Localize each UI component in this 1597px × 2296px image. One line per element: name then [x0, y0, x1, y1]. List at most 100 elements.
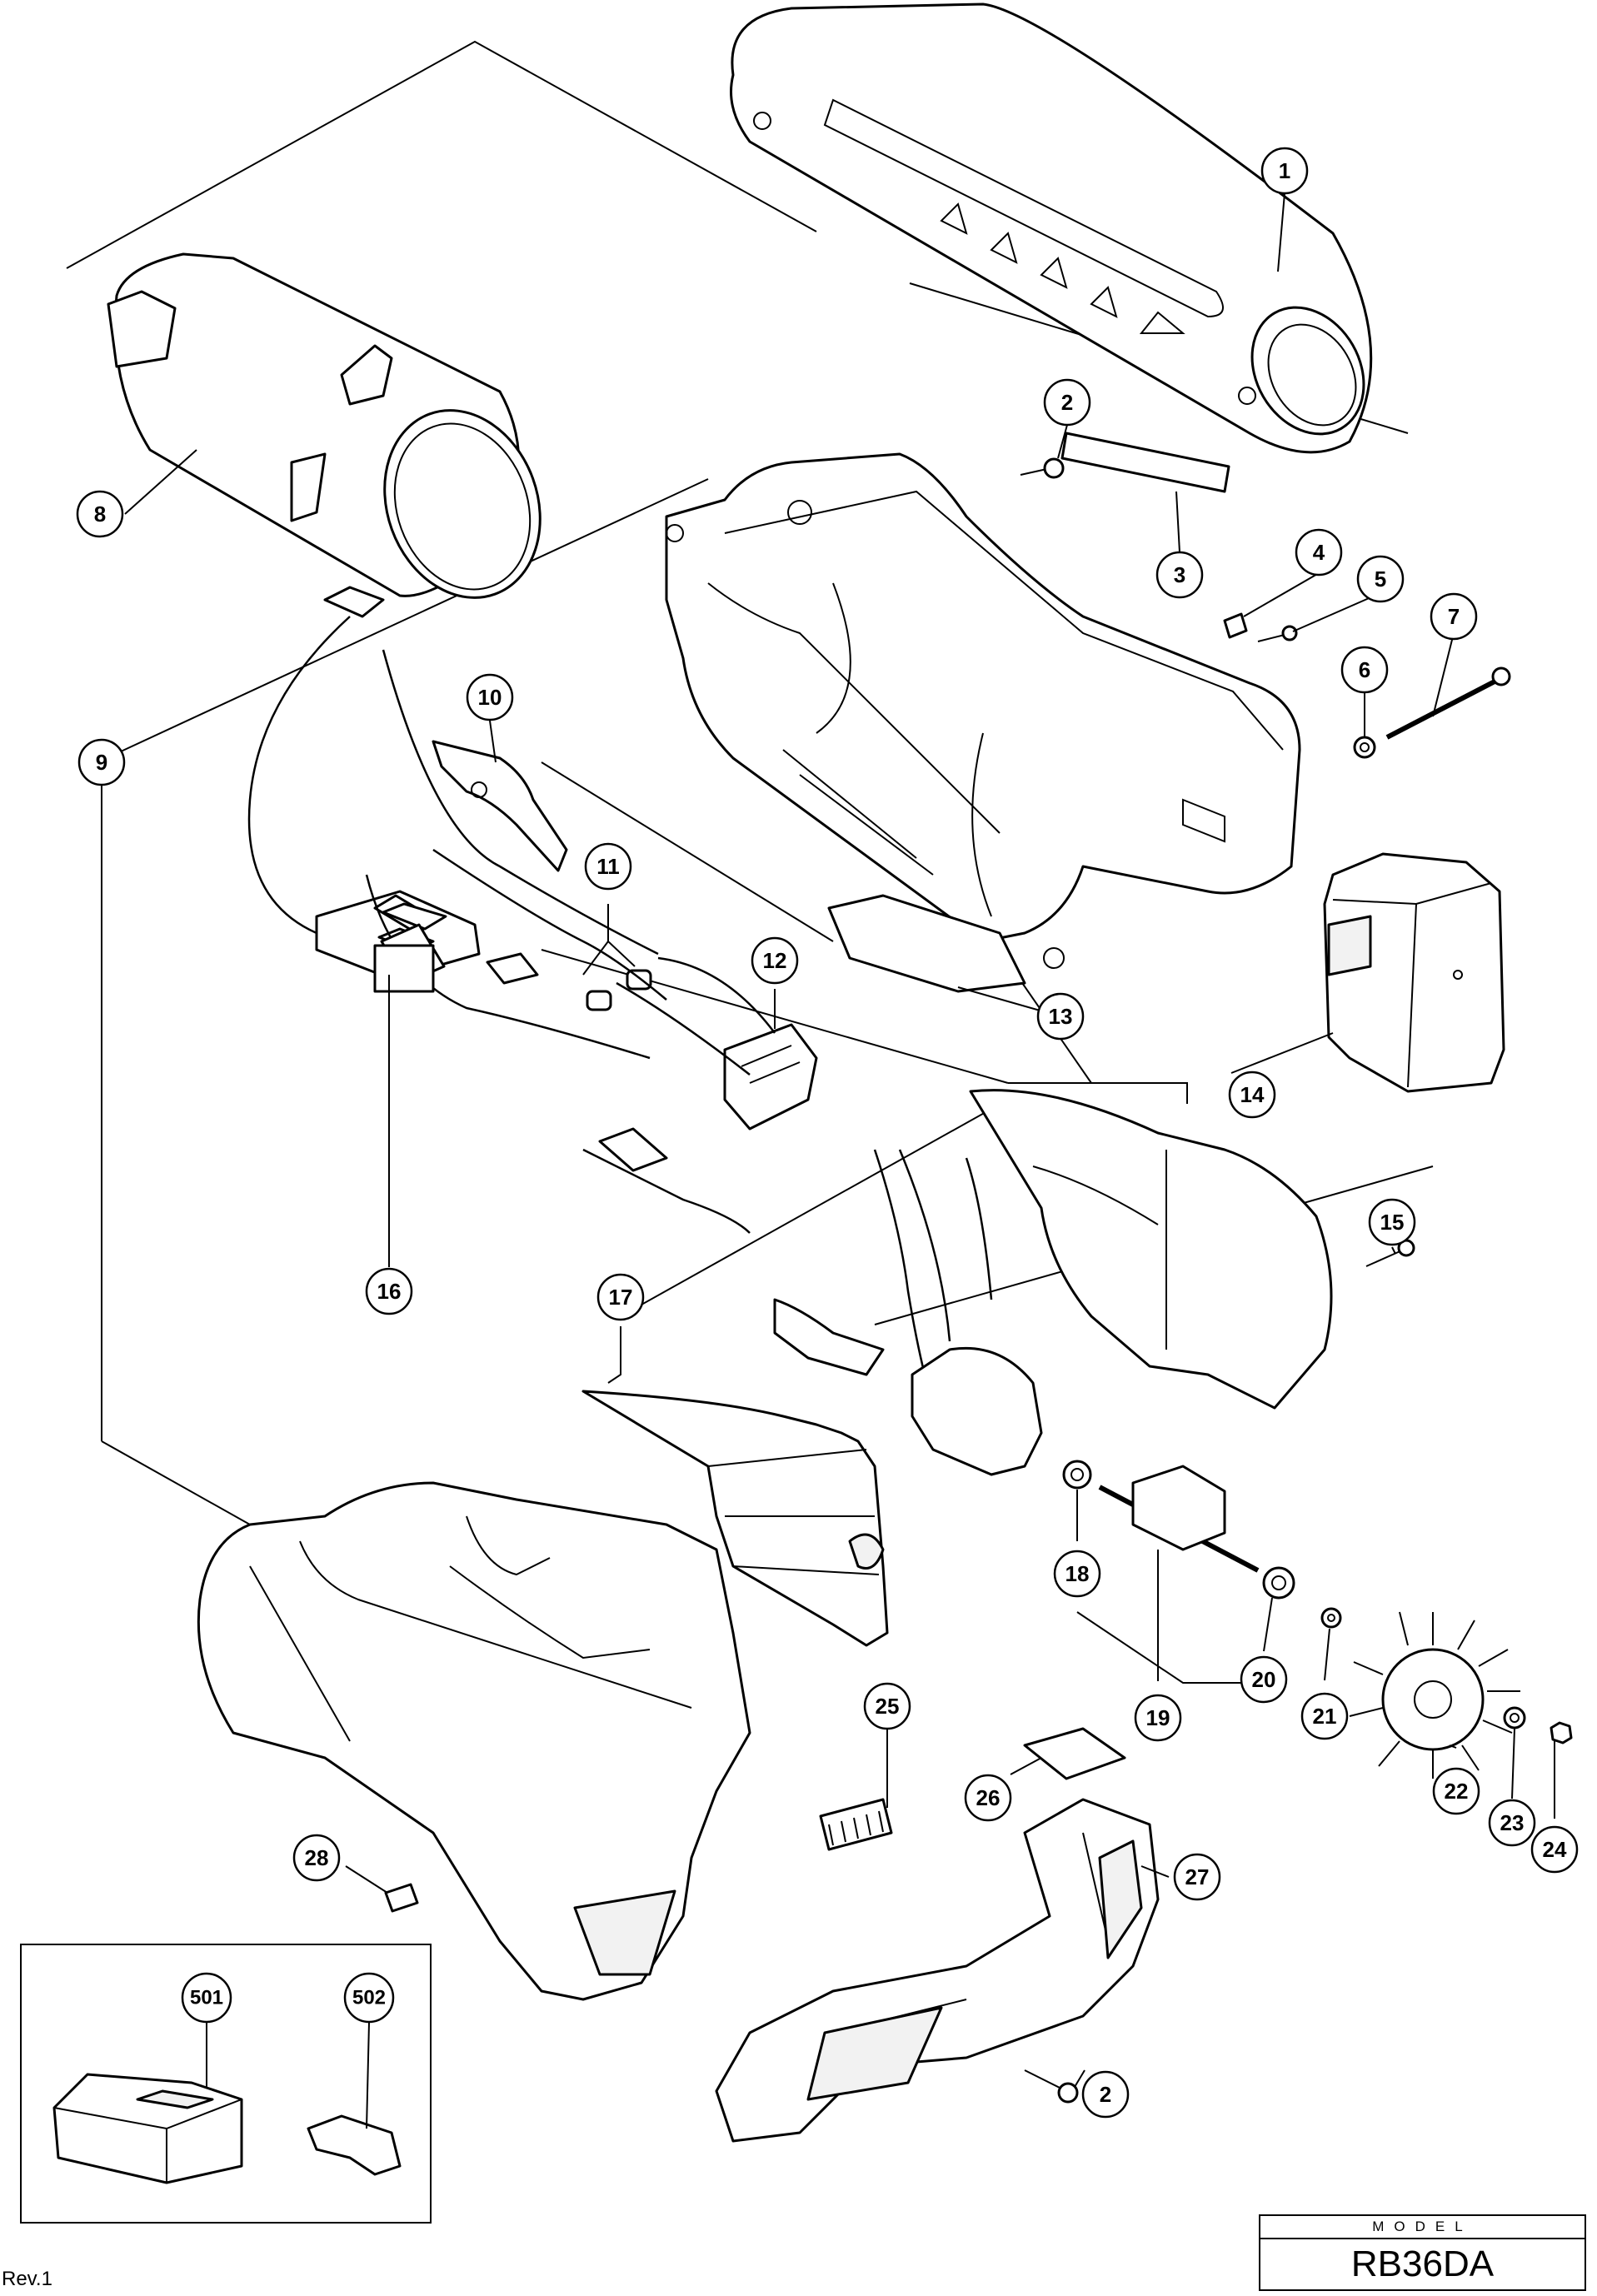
accessory-box [20, 1944, 432, 2224]
callout-4: 4 [1295, 528, 1343, 576]
callout-9: 9 [77, 738, 126, 786]
svg-text:12: 12 [763, 948, 787, 973]
part-16-controller [315, 586, 481, 981]
svg-text:6: 6 [1359, 657, 1370, 682]
callout-25: 25 [863, 1682, 911, 1730]
model-name: RB36DA [1350, 2244, 1495, 2284]
svg-text:2: 2 [1061, 390, 1073, 415]
callout-27: 27 [1173, 1853, 1221, 1901]
svg-text:9: 9 [96, 750, 107, 775]
callout-5: 5 [1356, 555, 1405, 603]
part-10-switch-lever [432, 740, 568, 872]
callout-3: 3 [1155, 551, 1204, 599]
part-1-pipe [730, 2, 1373, 454]
svg-text:7: 7 [1448, 604, 1460, 629]
callout-15: 15 [1368, 1198, 1416, 1246]
callout-8: 8 [76, 490, 124, 538]
model-title-block: MODEL RB36DA [1259, 2214, 1586, 2291]
svg-text:17: 17 [609, 1285, 633, 1310]
callout-6: 6 [1340, 646, 1389, 694]
part-19-armature [1098, 1465, 1260, 1573]
part-12-terminal-block [723, 1023, 818, 1131]
callout-502: 502 [343, 1972, 395, 2024]
part-11-terminals [586, 969, 652, 1011]
svg-text:5: 5 [1375, 567, 1386, 591]
callout-24: 24 [1530, 1825, 1579, 1874]
part-23-washer [1503, 1706, 1526, 1729]
svg-text:23: 23 [1500, 1810, 1525, 1835]
part-5-screw [1257, 625, 1298, 642]
part-9-housing-lower [197, 1481, 751, 2001]
part-20-bearing [1262, 1566, 1295, 1600]
svg-text:13: 13 [1049, 1004, 1073, 1029]
part-14-battery [1323, 852, 1505, 1093]
svg-text:20: 20 [1252, 1667, 1276, 1692]
svg-text:14: 14 [1240, 1082, 1265, 1107]
svg-text:15: 15 [1380, 1210, 1405, 1235]
part-21-washer [1320, 1607, 1342, 1629]
switch-assembly [373, 923, 668, 1172]
part-28-label [384, 1883, 419, 1913]
svg-text:10: 10 [478, 685, 502, 710]
callout-28: 28 [292, 1834, 341, 1882]
callout-11: 11 [584, 842, 632, 891]
svg-text:11: 11 [596, 854, 620, 879]
part-8-nozzle [107, 252, 541, 599]
motor-stator [773, 1298, 1043, 1476]
part-24-nut [1550, 1721, 1573, 1744]
part-9-housing-upper [665, 452, 1301, 969]
svg-text:24: 24 [1543, 1837, 1567, 1862]
svg-text:502: 502 [352, 1987, 386, 2009]
svg-text:27: 27 [1185, 1864, 1210, 1889]
part-2-screw-upper [1020, 457, 1065, 479]
callout-20: 20 [1240, 1655, 1288, 1704]
svg-text:25: 25 [876, 1694, 900, 1719]
part-502-adapter [307, 2114, 402, 2176]
part-22-fan [1349, 1611, 1520, 1779]
wiring-harness [247, 616, 993, 1375]
callout-19: 19 [1134, 1694, 1182, 1742]
callout-2-lower: 2 [1081, 2070, 1130, 2119]
callout-2: 2 [1043, 378, 1091, 427]
callout-leaders [101, 192, 1555, 2129]
part-501-charger [52, 2073, 243, 2184]
callout-501: 501 [181, 1972, 232, 2024]
revision-label: Rev.1 [2, 2268, 52, 2290]
callout-26: 26 [964, 1774, 1012, 1822]
part-25-filter [819, 1798, 893, 1851]
part-26-label [1023, 1727, 1126, 1780]
part-2-screw-lower [1024, 2069, 1079, 2104]
svg-text:21: 21 [1313, 1704, 1337, 1729]
svg-text:501: 501 [190, 1987, 223, 2009]
part-18-bearing [1062, 1460, 1092, 1490]
model-label: MODEL [1260, 2216, 1585, 2239]
part-17-motor-shroud [581, 1089, 1333, 1647]
svg-text:1: 1 [1279, 158, 1290, 183]
callout-1: 1 [1260, 147, 1309, 195]
svg-text:16: 16 [377, 1279, 402, 1304]
svg-text:18: 18 [1065, 1561, 1090, 1586]
callout-10: 10 [466, 673, 514, 721]
svg-text:3: 3 [1174, 562, 1185, 587]
svg-text:4: 4 [1313, 540, 1325, 565]
part-3-label [1061, 432, 1230, 493]
svg-text:26: 26 [976, 1785, 1001, 1810]
callout-13: 13 [1036, 992, 1085, 1041]
svg-text:2: 2 [1100, 2082, 1111, 2107]
part-13-pad [827, 894, 1026, 993]
part-4-clip [1223, 612, 1248, 639]
callout-22: 22 [1432, 1767, 1480, 1815]
callout-18: 18 [1053, 1550, 1101, 1598]
part-7-long-screw [1385, 666, 1511, 740]
callout-12: 12 [751, 936, 799, 985]
svg-text:28: 28 [305, 1845, 329, 1870]
callout-17: 17 [596, 1273, 645, 1321]
callout-16: 16 [365, 1267, 413, 1315]
svg-text:8: 8 [94, 502, 106, 527]
part-27-guard [715, 1798, 1160, 2143]
part-6-washer [1353, 736, 1376, 759]
svg-text:19: 19 [1146, 1705, 1170, 1730]
callout-21: 21 [1300, 1692, 1349, 1740]
callout-7: 7 [1430, 592, 1478, 641]
